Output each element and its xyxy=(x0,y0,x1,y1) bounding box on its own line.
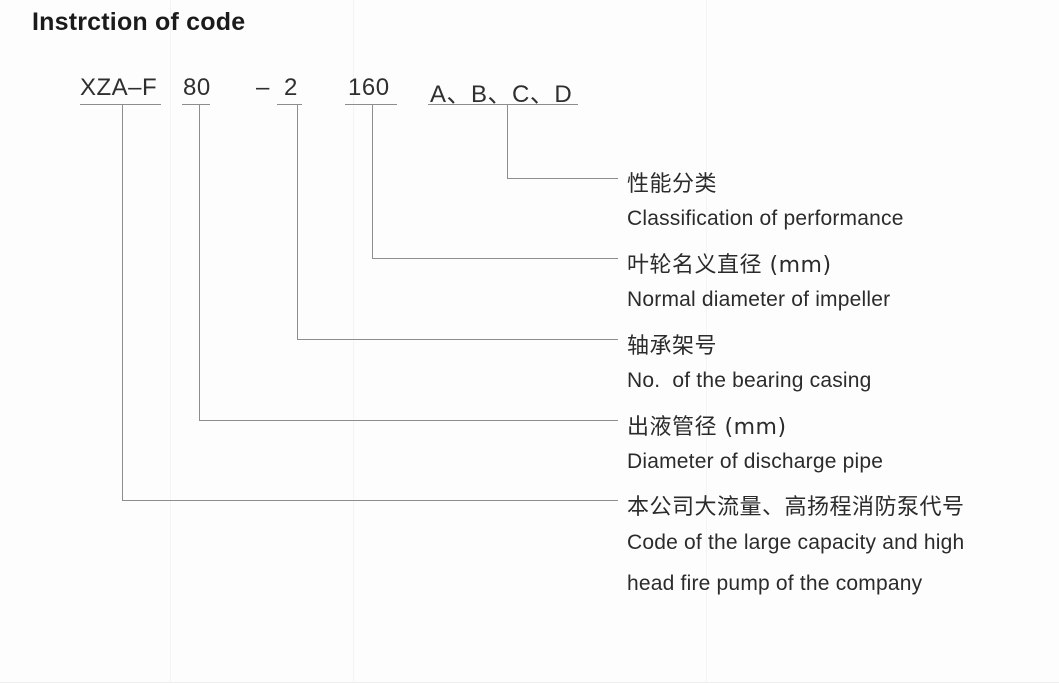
callout-company-code-en-line2: head fire pump of the company xyxy=(627,572,923,595)
leader-horizontal-discharge-pipe-diameter xyxy=(199,420,618,421)
background-seam xyxy=(170,0,171,683)
page-title: Instrction of code xyxy=(32,8,246,36)
underline-series xyxy=(80,104,161,105)
underline-impeller-diameter xyxy=(345,104,397,105)
callout-discharge-pipe-diameter-cn: 出液管径 (mm) xyxy=(627,415,787,440)
callout-company-code-cn: 本公司大流量、高扬程消防泵代号 xyxy=(627,495,965,520)
leader-horizontal-bearing-casing-no xyxy=(297,339,618,340)
callout-bearing-casing-no-cn: 轴承架号 xyxy=(627,334,718,359)
leader-vertical-impeller-diameter xyxy=(372,104,373,259)
leader-horizontal-impeller-diameter xyxy=(372,258,618,259)
underline-performance-class xyxy=(428,104,578,105)
code-segment-discharge-diameter: 80 xyxy=(183,74,211,101)
underline-bearing-casing-no xyxy=(277,104,302,105)
callout-impeller-diameter-en: Normal diameter of impeller xyxy=(627,288,891,311)
code-segment-separator-dash: – xyxy=(256,74,270,101)
leader-vertical-company-code xyxy=(122,104,123,501)
leader-horizontal-performance-class xyxy=(507,178,618,179)
code-segment-impeller-diameter: 160 xyxy=(348,74,390,101)
leader-vertical-bearing-casing-no xyxy=(297,104,298,340)
leader-vertical-discharge-pipe-diameter xyxy=(199,104,200,421)
leader-horizontal-company-code xyxy=(122,500,618,501)
code-segment-bearing-casing-no: 2 xyxy=(284,74,298,101)
callout-company-code-en-line1: Code of the large capacity and high xyxy=(627,531,965,554)
callout-performance-class-cn: 性能分类 xyxy=(627,172,718,197)
leader-vertical-performance-class xyxy=(507,104,508,179)
callout-bearing-casing-no-en: No. of the bearing casing xyxy=(627,369,872,392)
callout-discharge-pipe-diameter-en: Diameter of discharge pipe xyxy=(627,450,884,473)
code-segment-series: XZA–F xyxy=(80,74,158,101)
callout-impeller-diameter-cn: 叶轮名义直径 (mm) xyxy=(627,253,832,278)
underline-discharge-diameter xyxy=(182,104,210,105)
background-seam xyxy=(353,0,354,683)
code-segment-performance-class: A、B、C、D xyxy=(430,81,573,108)
background-seam xyxy=(706,0,707,683)
callout-performance-class-en: Classification of performance xyxy=(627,207,904,230)
